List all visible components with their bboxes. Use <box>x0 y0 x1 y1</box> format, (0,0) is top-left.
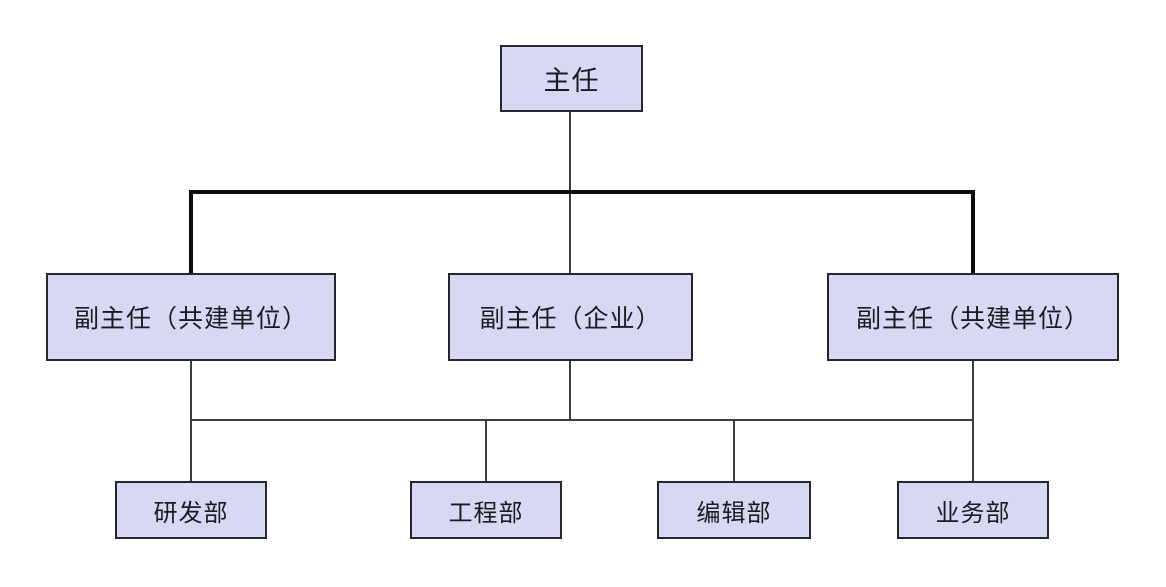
connector-level2-horizontal-bus <box>190 419 974 421</box>
connector-deputy-left-drop <box>190 361 192 420</box>
node-dept-rnd: 研发部 <box>115 481 267 539</box>
node-dept-business: 业务部 <box>897 481 1049 539</box>
connector-level1-right-vertical-bold <box>971 190 975 273</box>
connector-dept-editing-drop <box>733 420 735 481</box>
node-dept-editing: 编辑部 <box>657 481 811 539</box>
node-deputy-coconstruction-left: 副主任（共建单位） <box>46 273 336 361</box>
connector-dept-business-drop <box>972 420 974 481</box>
connector-level1-horizontal-bold <box>189 190 975 194</box>
connector-dept-rnd-drop <box>190 420 192 481</box>
node-deputy-enterprise: 副主任（企业） <box>448 273 693 361</box>
connector-dept-engineering-drop <box>485 420 487 481</box>
node-dept-engineering: 工程部 <box>410 481 562 539</box>
node-deputy-coconstruction-right: 副主任（共建单位） <box>827 273 1119 361</box>
node-director: 主任 <box>500 45 643 112</box>
connector-deputy-middle-drop <box>569 361 571 420</box>
connector-level1-left-vertical-bold <box>189 190 193 273</box>
connector-deputy-right-drop <box>972 361 974 420</box>
